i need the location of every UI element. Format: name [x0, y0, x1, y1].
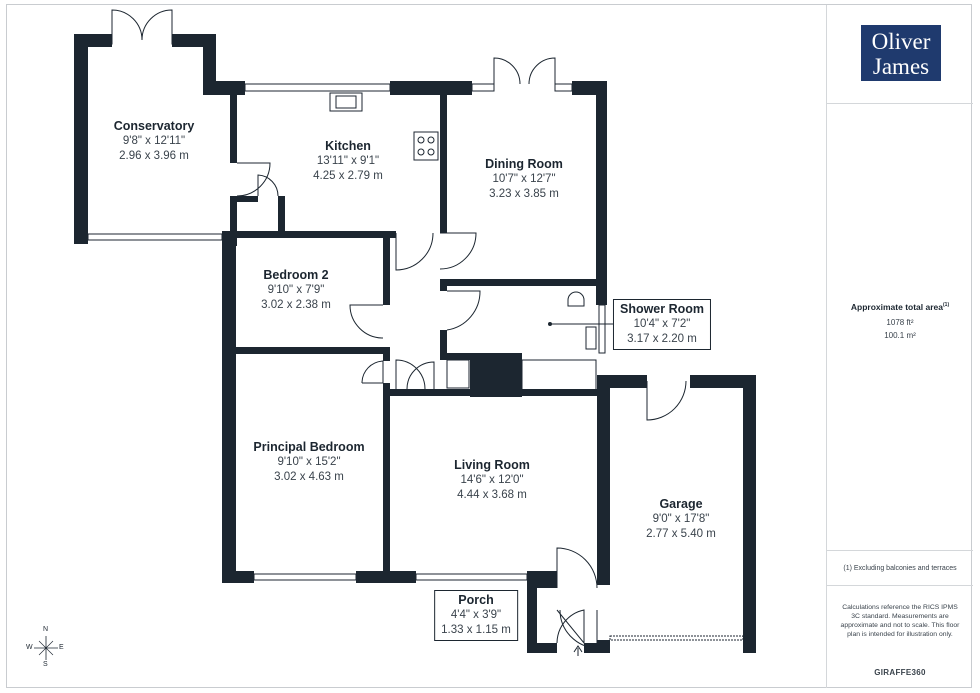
area-title: Approximate total area(1): [827, 300, 973, 313]
room-name: Garage: [659, 497, 703, 511]
room-garage: Garage 9'0" x 17'8" 2.77 x 5.40 m: [646, 497, 716, 542]
wall: [597, 375, 610, 585]
room-name: Kitchen: [325, 139, 371, 153]
wall: [236, 231, 396, 238]
wall: [440, 279, 447, 291]
room-name: Living Room: [454, 458, 530, 472]
room-metric: 3.23 x 3.85 m: [489, 188, 559, 200]
room-imperial: 4'4" x 3'9": [450, 609, 502, 621]
wall: [230, 196, 258, 202]
brand-logo: Oliver James: [861, 25, 941, 81]
wall: [527, 643, 557, 653]
wall: [230, 81, 237, 163]
room-name: Conservatory: [113, 119, 195, 133]
room-name: Shower Room: [619, 302, 705, 316]
disclaimer-note: Calculations reference the RICS IPMS 3C …: [840, 604, 960, 638]
divider: [827, 550, 973, 551]
room-imperial: 14'6" x 12'0": [460, 474, 524, 486]
room-imperial: 9'0" x 17'8": [652, 513, 710, 525]
room-imperial: 9'10" x 15'2": [277, 456, 341, 468]
room-dining: Dining Room 10'7" x 12'7" 3.23 x 3.85 m: [485, 157, 563, 202]
divider: [827, 585, 973, 586]
exclusion-note: (1) Excluding balconies and terraces: [843, 565, 957, 572]
compass-n: N: [43, 626, 49, 633]
compass-e: E: [59, 644, 64, 651]
wall: [278, 196, 285, 231]
wall: [440, 330, 447, 355]
room-metric: 3.17 x 2.20 m: [627, 333, 697, 345]
room-imperial: 9'8" x 12'11": [122, 135, 186, 147]
room-imperial: 9'10" x 7'9": [267, 284, 325, 296]
room-name: Dining Room: [485, 157, 563, 171]
area-sqm: 100.1 m²: [884, 331, 916, 340]
wall: [230, 196, 237, 246]
room-name: Bedroom 2: [263, 268, 329, 282]
wall: [356, 571, 416, 583]
wall: [74, 34, 112, 47]
wall: [383, 353, 390, 361]
room-bedroom-2: Bedroom 2 9'10" x 7'9" 3.02 x 2.38 m: [261, 268, 331, 313]
room-metric: 3.02 x 4.63 m: [274, 471, 344, 483]
floor-plan: [74, 9, 756, 656]
wall: [596, 81, 607, 291]
wall: [743, 375, 756, 653]
info-sidebar: Oliver James Approximate total area(1) 1…: [826, 5, 973, 688]
room-name: Porch: [458, 593, 494, 607]
wall: [74, 231, 88, 244]
wall: [390, 389, 610, 396]
room-metric: 4.25 x 2.79 m: [313, 170, 383, 182]
wall: [690, 375, 756, 388]
room-metric: 4.44 x 3.68 m: [457, 489, 527, 501]
room-name: Principal Bedroom: [253, 440, 365, 454]
wall: [222, 571, 254, 583]
area-sqft: 1078 ft²: [886, 318, 914, 327]
logo-line-1: Oliver: [871, 29, 931, 54]
wall: [390, 81, 472, 95]
wall: [440, 279, 600, 286]
logo-line-2: James: [872, 54, 930, 79]
room-imperial: 10'7" x 12'7": [492, 173, 556, 185]
compass-rose: N S E W: [26, 626, 66, 670]
room-metric: 1.33 x 1.15 m: [441, 624, 511, 636]
area-title-text: Approximate total area: [850, 301, 943, 312]
wall: [203, 81, 245, 95]
wall: [743, 640, 756, 653]
area-footnote-mark: (1): [943, 302, 950, 308]
compass-icon: [34, 636, 58, 660]
wall: [440, 81, 447, 233]
room-imperial: 10'4" x 7'2": [633, 318, 691, 330]
room-shower: Shower Room 10'4" x 7'2" 3.17 x 2.20 m: [612, 299, 712, 350]
divider: [827, 103, 973, 104]
drawing-frame: [6, 4, 972, 688]
room-conservatory: Conservatory 9'8" x 12'11" 2.96 x 3.96 m: [114, 119, 195, 164]
wall: [383, 383, 390, 571]
room-metric: 2.96 x 3.96 m: [119, 150, 189, 162]
wall: [527, 571, 537, 653]
room-kitchen: Kitchen 13'11" x 9'1" 4.25 x 2.79 m: [313, 139, 383, 184]
wall: [596, 291, 607, 305]
wall: [222, 347, 390, 354]
room-porch: Porch 4'4" x 3'9" 1.33 x 1.15 m: [434, 590, 518, 641]
room-living: Living Room 14'6" x 12'0" 4.44 x 3.68 m: [454, 458, 530, 503]
compass-w: W: [26, 644, 33, 651]
wall: [383, 231, 390, 305]
giraffe360-brand: GIRAFFE360: [874, 668, 926, 677]
room-metric: 3.02 x 2.38 m: [261, 299, 331, 311]
room-imperial: 13'11" x 9'1": [316, 155, 380, 167]
compass-s: S: [43, 661, 48, 668]
wall: [222, 231, 236, 583]
room-principal-bedroom: Principal Bedroom 9'10" x 15'2" 3.02 x 4…: [253, 440, 364, 485]
wall: [597, 375, 647, 388]
wall: [74, 34, 88, 244]
room-metric: 2.77 x 5.40 m: [646, 528, 716, 540]
